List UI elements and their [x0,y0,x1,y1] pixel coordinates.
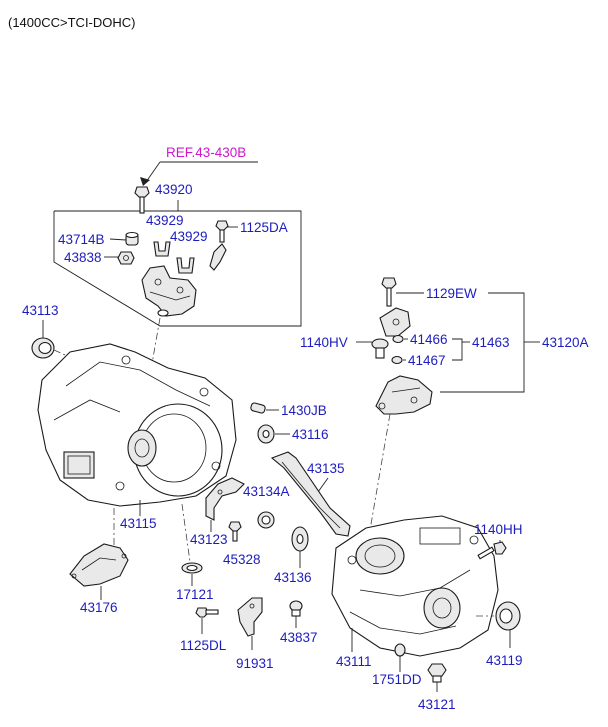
label-43115: 43115 [120,516,157,531]
seal-43134A-icon [257,511,275,529]
bolt-45328-icon [228,521,242,542]
label-43714B: 43714B [58,232,105,247]
cover-43176-icon [69,543,129,587]
label-1129EW: 1129EW [426,286,477,301]
label-43119: 43119 [486,653,523,668]
seal-43119-icon [495,601,521,631]
label-41466: 41466 [410,332,448,347]
label-1125DL: 1125DL [180,638,227,653]
label-43135: 43135 [307,461,345,476]
washer-41467-icon [391,355,403,365]
label-43929-a: 43929 [146,213,184,228]
shift-bracket-icon [141,265,197,317]
label-43837: 43837 [280,630,318,645]
label-1751DD: 1751DD [372,672,422,687]
label-17121: 17121 [176,587,214,602]
bolt-1140HH-icon [477,541,507,560]
pin-1430JB-icon [250,402,266,414]
model-header: (1400CC>TCI-DOHC) [8,15,136,30]
label-43111: 43111 [336,654,372,669]
bolt-43920-icon [134,186,150,214]
bracket-shift-upper-icon [379,307,411,337]
plug-43837-icon [289,600,303,617]
label-43176: 43176 [80,600,118,615]
centerline-17121 [181,503,191,563]
label-43113: 43113 [22,303,59,318]
ref-leader [145,161,161,183]
label-1140HH: 1140HH [474,522,523,537]
ring-1751DD-icon [394,643,406,657]
ring-17121-icon [181,562,203,574]
leader-41463-bracket [452,338,463,361]
guide-43135-icon [270,451,351,537]
label-43121: 43121 [418,697,456,712]
label-43120A: 43120A [542,335,589,350]
label-43136: 43136 [274,570,312,585]
ref-arrowhead [140,177,150,186]
label-43929-b: 43929 [170,229,208,244]
seal-43113-icon [31,337,55,359]
label-43838: 43838 [64,250,102,265]
nut-43838-icon [117,251,135,265]
washer-41466-icon [392,334,404,344]
bracket-43134A-icon [205,477,245,521]
label-1125DA: 1125DA [240,220,288,235]
label-41467: 41467 [408,353,446,368]
centerline-shift-lever [369,413,391,531]
ref-label: REF.43-430B [166,145,246,160]
label-43134A: 43134A [243,484,290,499]
clip-43929-a-icon [153,241,171,257]
clip-43929-b-icon [176,257,195,274]
label-41463: 41463 [472,335,510,350]
group-box [53,210,302,327]
leader-43120A-bracket [440,292,525,393]
shift-lever-housing-icon [375,375,433,415]
bolt-1129EW-icon [381,277,397,307]
leader-43135 [317,477,329,493]
label-43123: 43123 [190,532,228,547]
washer-43116-icon [257,424,275,444]
leader-43714B [109,238,127,241]
label-43116: 43116 [292,427,329,442]
label-45328: 45328 [223,552,261,567]
transmission-case-43111-icon [331,515,499,657]
bolt-1125DL-icon [195,607,219,618]
label-91931: 91931 [236,656,274,671]
label-1140HV: 1140HV [300,335,348,350]
bushing-43714B-icon [125,231,139,246]
plug-43121-icon [427,663,447,683]
bolt-1125DA-icon [209,220,229,271]
transmission-case-43115-icon [37,343,237,507]
label-1430JB: 1430JB [281,403,327,418]
washer-43136-icon [291,526,309,552]
bolt-1140HV-icon [371,338,389,359]
bracket-91931-icon [237,597,263,637]
label-43920: 43920 [155,182,193,197]
